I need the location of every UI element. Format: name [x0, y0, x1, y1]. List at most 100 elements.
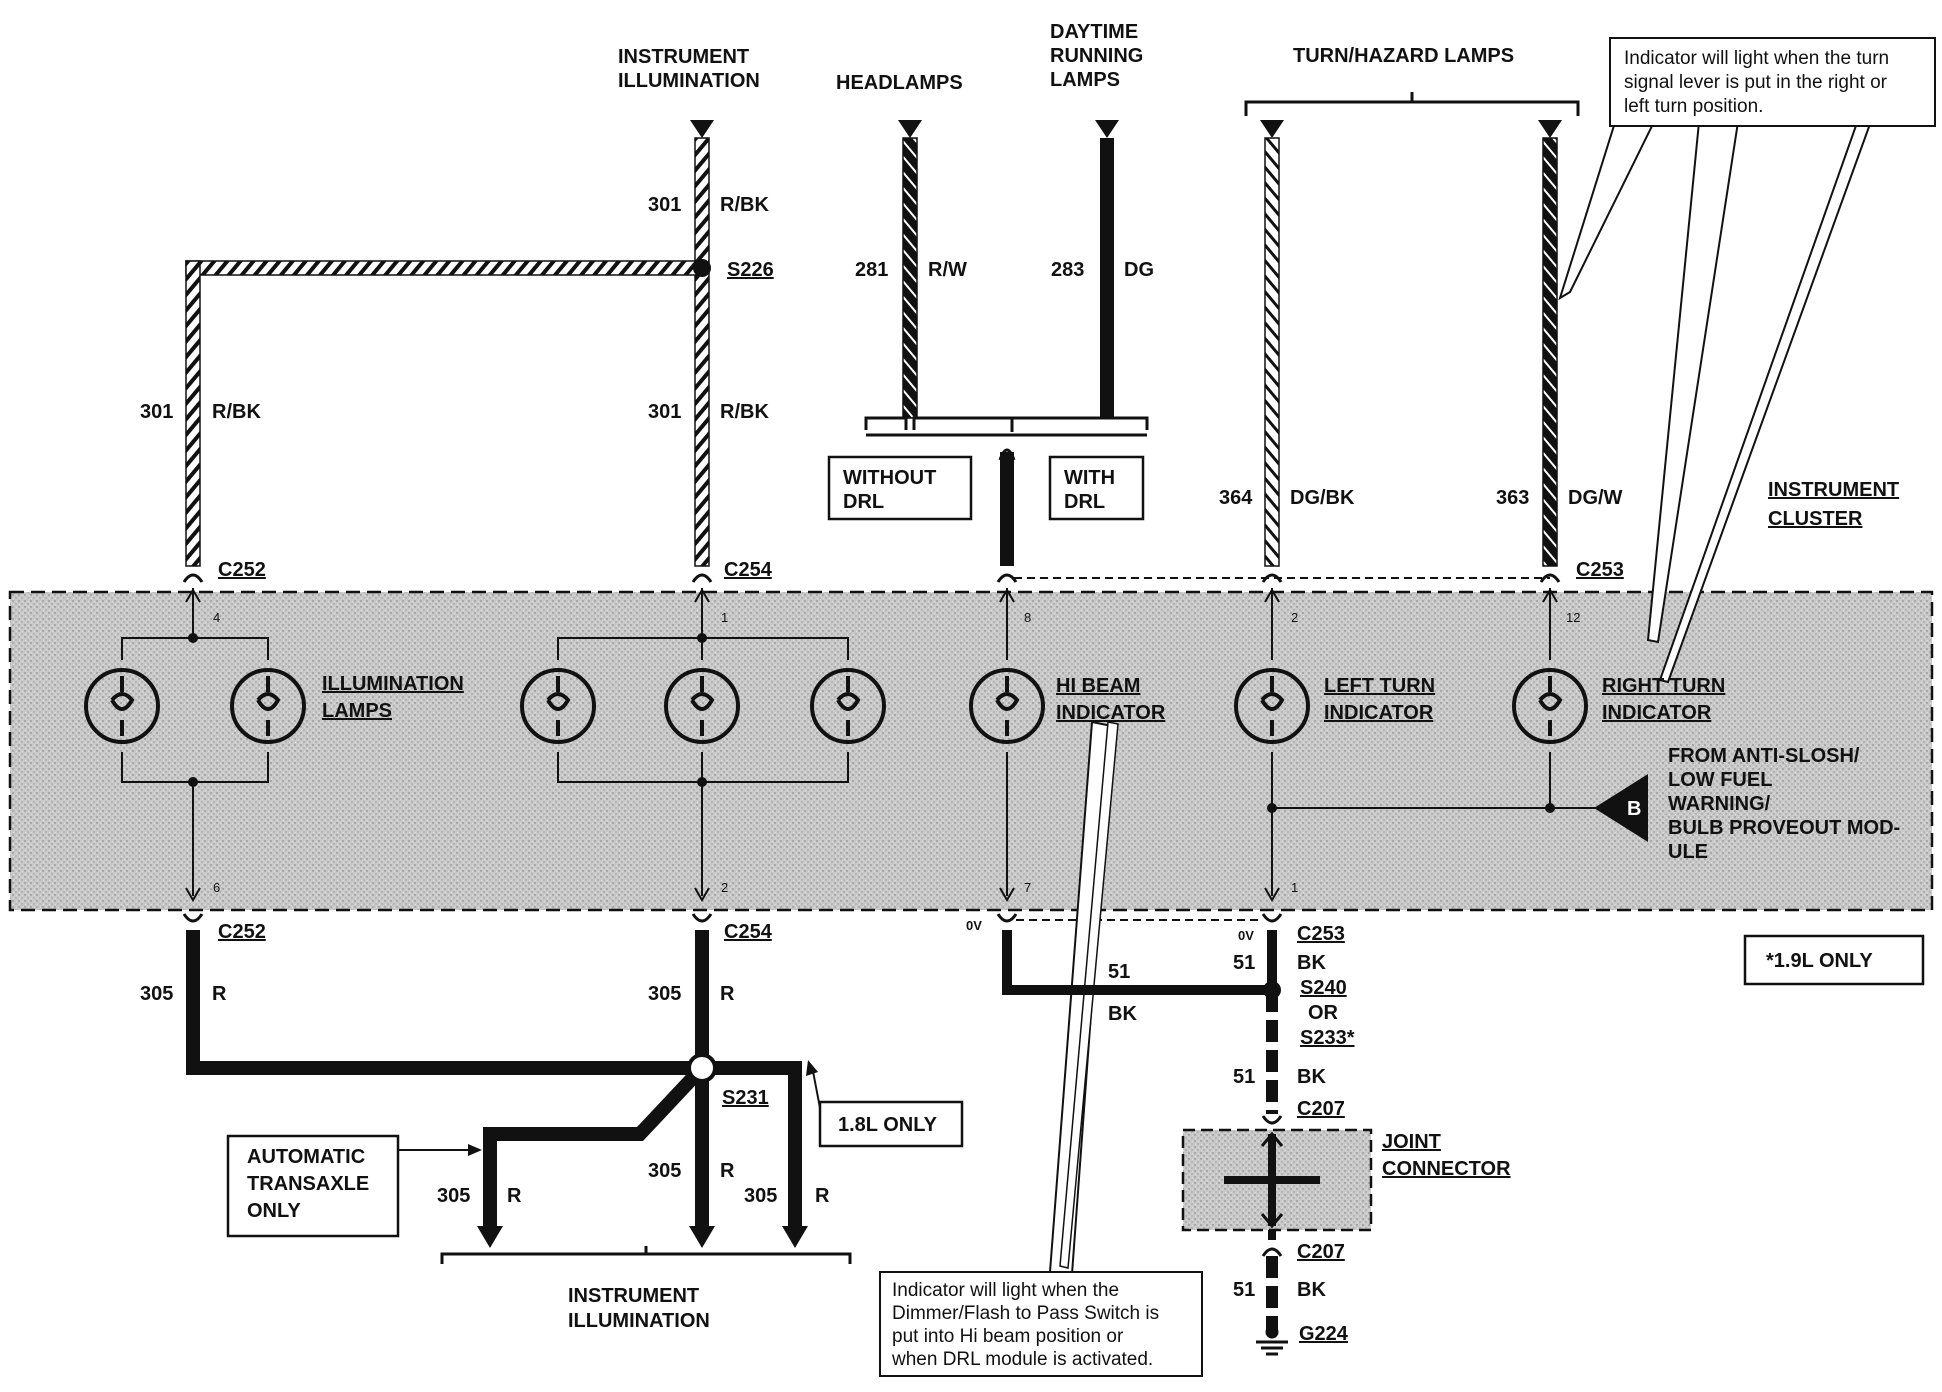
svg-text:8: 8	[1024, 610, 1031, 625]
joint-connector-label: JOINT CONNECTOR	[1382, 1131, 1511, 1180]
connector-c252-bottom: C252	[218, 921, 266, 943]
svg-text:6: 6	[213, 880, 220, 895]
svg-text:WARNING/: WARNING/	[1668, 793, 1771, 815]
svg-text:signal lever is put in the rig: signal lever is put in the right or	[1624, 72, 1888, 93]
wire-label-circuit: 305	[437, 1185, 470, 1207]
cluster-junction-dots	[188, 633, 1555, 813]
wire-301-center	[694, 137, 710, 567]
connector-chevrons-bottom	[182, 913, 1283, 923]
svg-text:ULE: ULE	[1668, 841, 1708, 863]
bulb-icon	[230, 668, 306, 744]
wire-label-circuit: 51	[1233, 1279, 1255, 1301]
svg-text:CLUSTER: CLUSTER	[1768, 508, 1863, 530]
svg-text:AUTOMATIC: AUTOMATIC	[247, 1146, 365, 1168]
svg-text:LAMPS: LAMPS	[322, 700, 392, 722]
svg-text:INSTRUMENT: INSTRUMENT	[568, 1285, 699, 1307]
svg-text:JOINT: JOINT	[1382, 1131, 1441, 1153]
connector-c254-bottom: C254	[724, 921, 773, 943]
svg-text:DAYTIME: DAYTIME	[1050, 21, 1138, 43]
svg-text:Indicator will light when the: Indicator will light when the	[892, 1280, 1119, 1301]
bulb-icon	[1512, 668, 1588, 744]
svg-text:INDICATOR: INDICATOR	[1056, 702, 1166, 724]
wire-label-circuit: 51	[1108, 961, 1130, 983]
connector-pin-icon	[1095, 120, 1119, 138]
wire-label-color: R	[212, 983, 227, 1005]
connector-pin-icon	[690, 120, 714, 138]
wire-305-arrowheads	[477, 1226, 808, 1248]
connector-chevrons-top	[182, 573, 1561, 583]
wire-label-circuit: 301	[648, 194, 681, 216]
svg-text:ONLY: ONLY	[247, 1200, 301, 1222]
wire-label-circuit: 364	[1219, 487, 1253, 509]
wire-label-color: R	[507, 1185, 522, 1207]
wire-51-group	[1002, 930, 1278, 1332]
svg-text:HI BEAM: HI BEAM	[1056, 675, 1140, 697]
module-b-marker-icon	[1594, 774, 1648, 842]
svg-text:7: 7	[1024, 880, 1031, 895]
svg-text:CONNECTOR: CONNECTOR	[1382, 1158, 1511, 1180]
wire-label-circuit: 363	[1496, 487, 1529, 509]
wire-363	[1542, 137, 1558, 567]
c207-chevrons	[1261, 1115, 1283, 1257]
connector-c254-top: C254	[724, 559, 773, 581]
module-from-label: FROM ANTI-SLOSH/ LOW FUEL WARNING/ BULB …	[1668, 745, 1900, 863]
turn-indicator-callout: Indicator will light when the turn signa…	[1558, 37, 1936, 684]
wire-301-left	[185, 260, 201, 567]
instrument-cluster-title: INSTRUMENT CLUSTER	[1768, 479, 1899, 530]
svg-text:RIGHT TURN: RIGHT TURN	[1602, 675, 1725, 697]
svg-text:INSTRUMENT: INSTRUMENT	[1768, 479, 1899, 501]
wire-label-color: R/W	[928, 259, 967, 281]
pin-numbers: 4 1 8 2 12 6 2 7 1	[213, 610, 1580, 895]
svg-text:INDICATOR: INDICATOR	[1602, 702, 1712, 724]
hi-beam-callout: Indicator will light when the Dimmer/Fla…	[879, 720, 1203, 1377]
joint-connector-box	[1181, 1128, 1373, 1232]
drl-bracket	[864, 416, 1149, 432]
svg-text:RUNNING: RUNNING	[1050, 45, 1143, 67]
wire-label-circuit: 305	[648, 983, 681, 1005]
splice-s226	[693, 259, 711, 277]
wire-label-color: R/BK	[212, 401, 261, 423]
wire-label-circuit: 51	[1233, 1066, 1255, 1088]
svg-text:1: 1	[1291, 880, 1298, 895]
voltage-hibeam: 0V	[966, 918, 982, 933]
engine-1-8l-callout: 1.8L ONLY	[806, 1060, 964, 1148]
wire-label-color: DG/W	[1568, 487, 1623, 509]
wire-label-color: R	[720, 1160, 735, 1182]
svg-text:TRANSAXLE: TRANSAXLE	[247, 1173, 369, 1195]
svg-text:12: 12	[1566, 610, 1580, 625]
svg-text:INDICATOR: INDICATOR	[1324, 702, 1434, 724]
svg-text:LEFT TURN: LEFT TURN	[1324, 675, 1435, 697]
wire-label-color: DG/BK	[1290, 487, 1355, 509]
wire-label-circuit: 305	[744, 1185, 777, 1207]
connector-s231: S231	[722, 1087, 769, 1109]
connector-c252-top: C252	[218, 559, 266, 581]
connector-c207-top: C207	[1297, 1098, 1345, 1120]
svg-text:DRL: DRL	[1064, 491, 1105, 513]
without-drl-box: WITHOUT DRL	[827, 455, 973, 521]
connector-s233: S233*	[1300, 1027, 1355, 1049]
svg-text:*1.9L ONLY: *1.9L ONLY	[1766, 950, 1873, 972]
connector-s226: S226	[727, 259, 774, 281]
wire-label-color: BK	[1108, 1003, 1137, 1025]
wire-364	[1264, 137, 1280, 567]
svg-text:Indicator will light when the: Indicator will light when the turn	[1624, 48, 1889, 69]
connector-c207-bottom: C207	[1297, 1241, 1345, 1263]
connector-pin-icon	[898, 120, 922, 138]
connector-c253-top: C253	[1576, 559, 1624, 581]
wire-drl-common	[1000, 452, 1014, 566]
wire-label-color: BK	[1297, 1279, 1326, 1301]
header-daytime-running-lamps: DAYTIME RUNNING LAMPS	[1050, 21, 1143, 91]
wire-label-circuit: 305	[140, 983, 173, 1005]
bulb-icon	[810, 668, 886, 744]
wire-301-horizontal	[185, 260, 703, 276]
svg-text:1: 1	[721, 610, 728, 625]
bottom-illumination-label: INSTRUMENT ILLUMINATION	[568, 1285, 710, 1332]
ground-icon	[1256, 1325, 1288, 1356]
splice-s231	[687, 1053, 717, 1083]
svg-text:LOW FUEL: LOW FUEL	[1668, 769, 1772, 791]
splice-s240	[1263, 981, 1281, 999]
wire-label-circuit: 301	[140, 401, 173, 423]
svg-text:when DRL module is activated.: when DRL module is activated.	[891, 1349, 1153, 1370]
wire-drl-hook	[998, 448, 1016, 461]
connector-pin-icon	[1260, 120, 1284, 138]
